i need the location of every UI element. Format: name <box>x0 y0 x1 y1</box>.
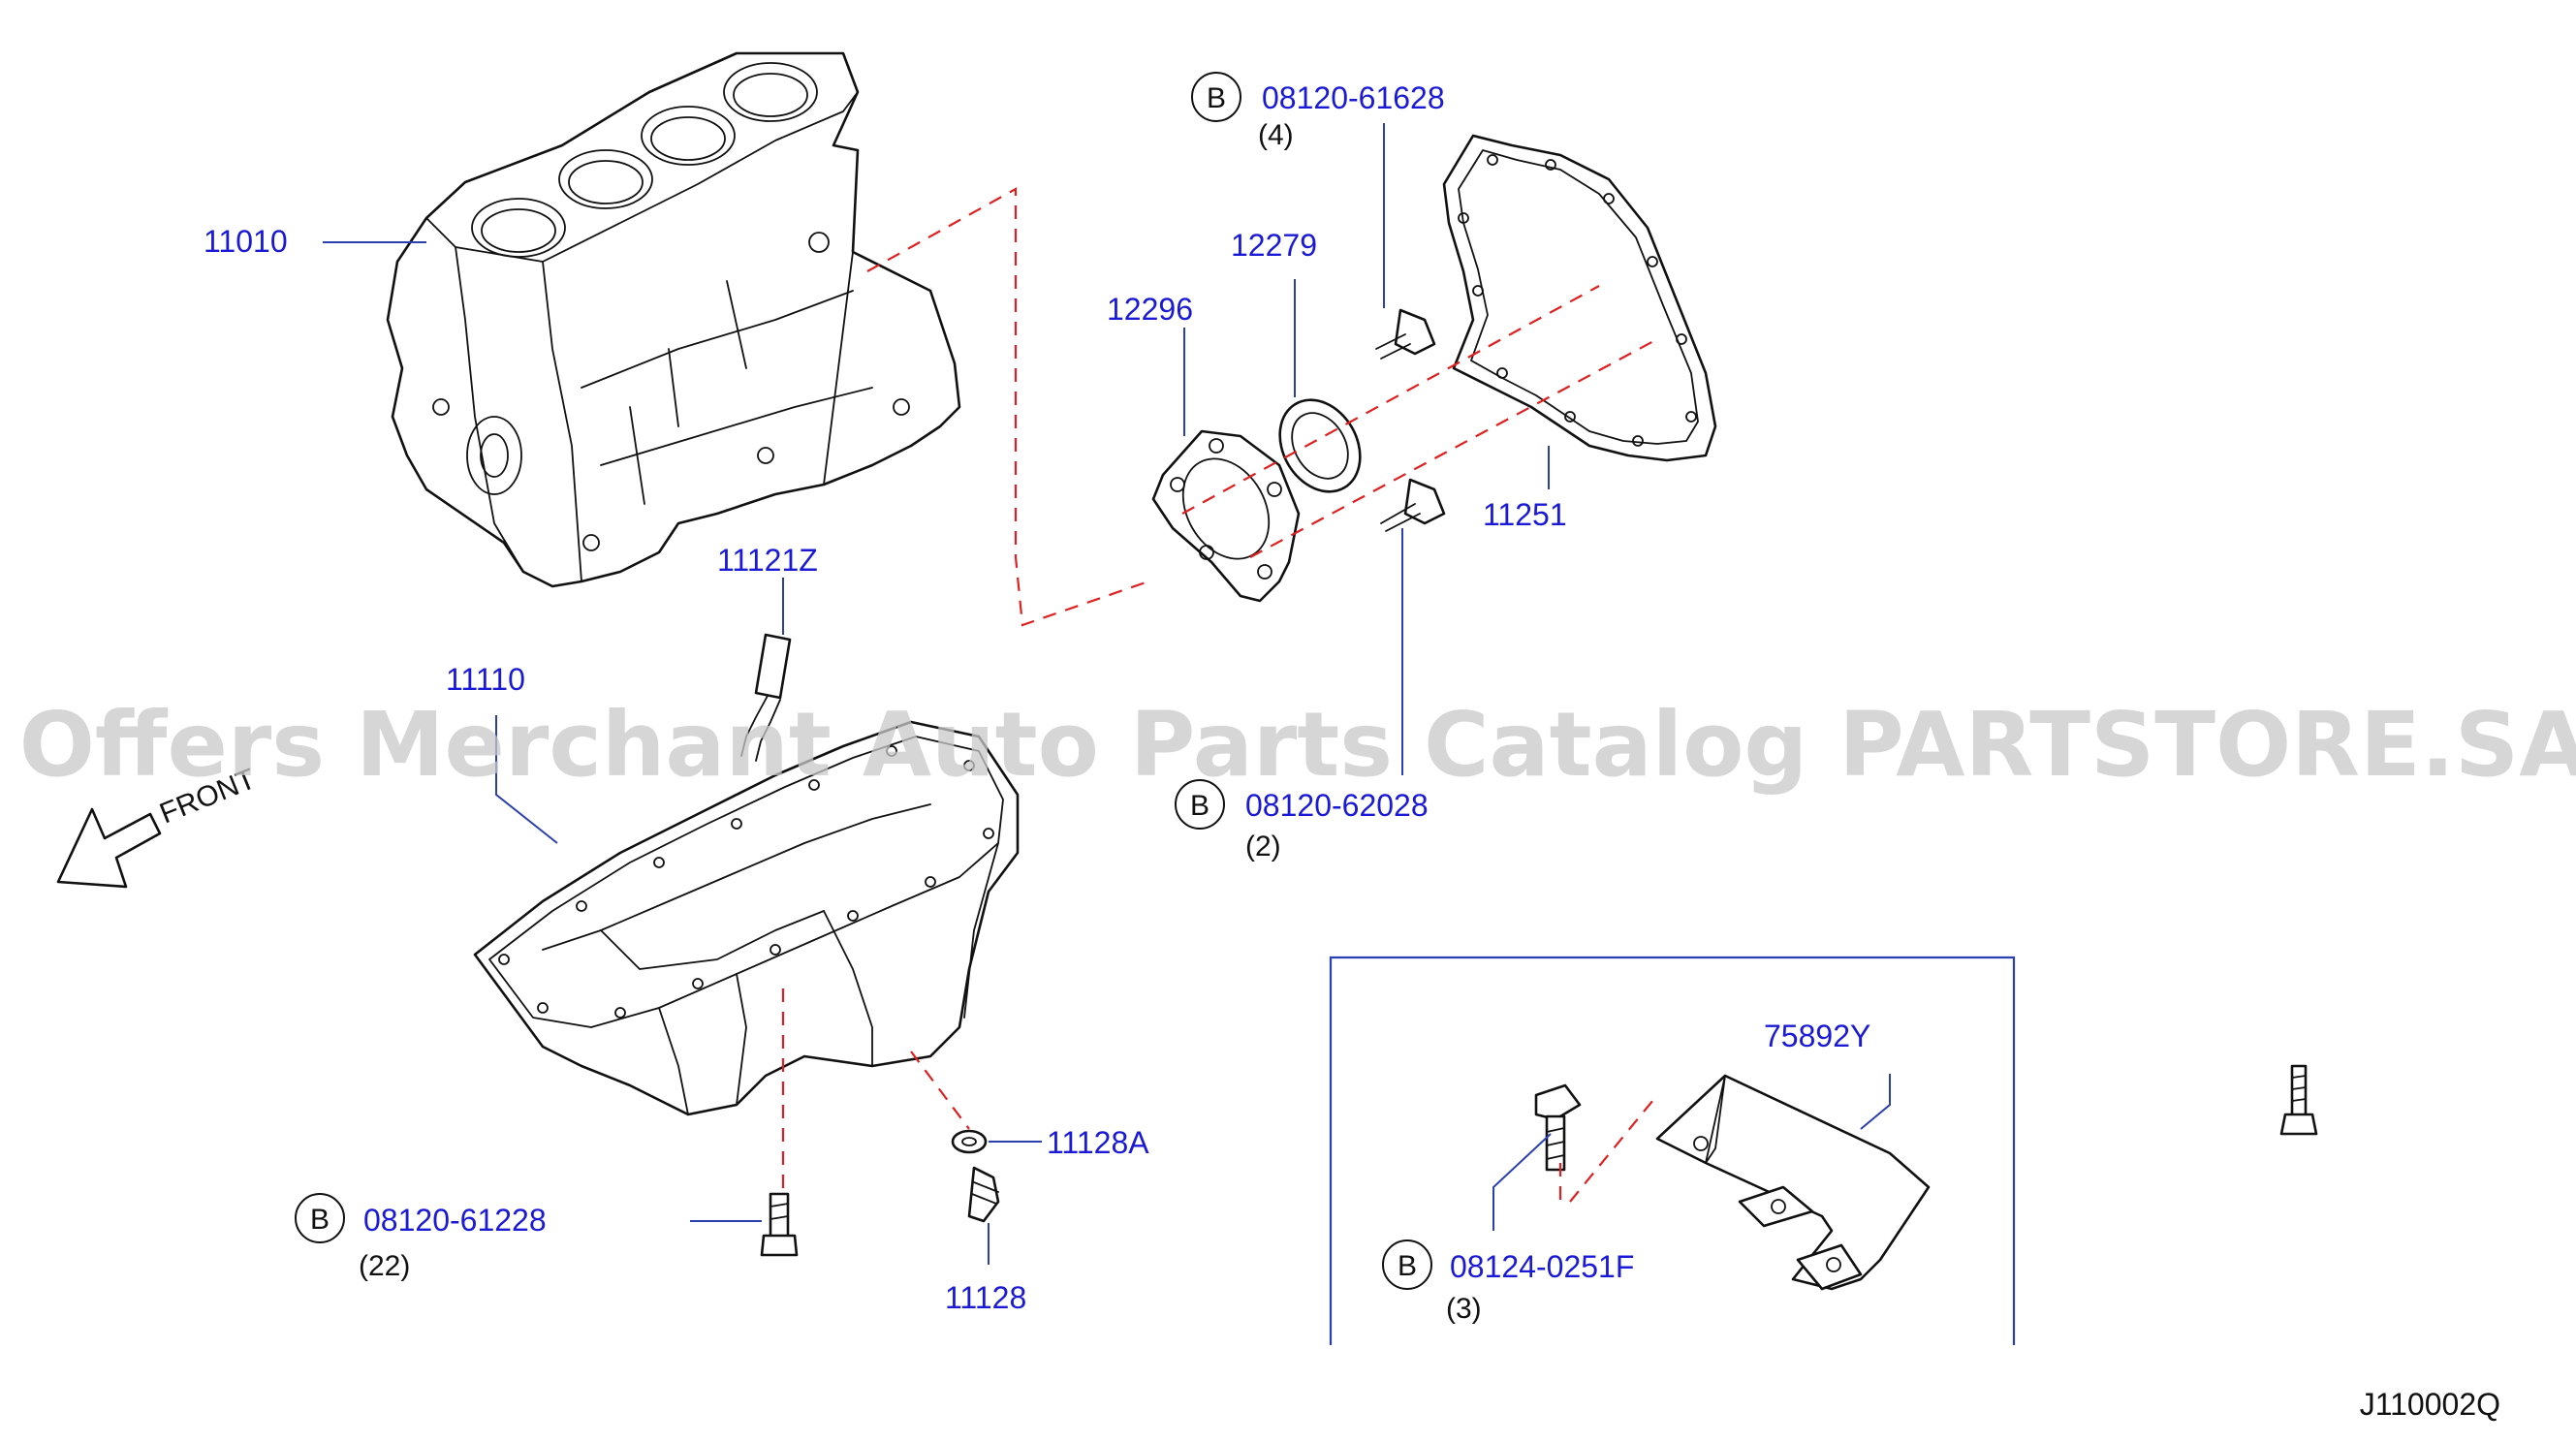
oil-pan-illustration <box>473 720 1020 1116</box>
cylinder-block-illustration <box>386 51 961 588</box>
phantom-lines <box>781 187 1658 1207</box>
spare-bolt-illustration <box>2279 1064 2318 1136</box>
watermark-text: Offers Merchant Auto Parts Catalog PARTS… <box>19 693 2576 797</box>
bolt-circle-letter: B <box>1207 82 1226 114</box>
bolt-circle-marker <box>1382 1239 1432 1290</box>
bolt-qty: (2) <box>1245 831 1281 863</box>
crankshaft-rear-oil-seal-illustration <box>1278 398 1362 493</box>
retainer-bolt-lower-illustration <box>1380 478 1446 532</box>
detail-inset-frame <box>1329 956 2016 1345</box>
bolt-callout-08124-0251f: B 08124-0251F (3) <box>1382 1239 1634 1325</box>
drain-plug-illustration <box>967 1166 1000 1223</box>
oil-level-gauge-illustration <box>740 633 792 762</box>
leader-lines <box>323 123 1891 1265</box>
bolt-circle-letter: B <box>1190 790 1209 822</box>
bolt-number-08120-61228[interactable]: 08120-61228 <box>363 1203 547 1238</box>
oil-pan-bolt-illustration <box>760 1192 799 1257</box>
bolt-callout-08120-61628: B 08120-61628 (4) <box>1191 72 1445 151</box>
bolt-qty: (22) <box>359 1250 410 1282</box>
drain-washer-illustration <box>951 1129 988 1154</box>
bolt-circle-marker <box>295 1193 345 1243</box>
bolt-circle-letter: B <box>1398 1250 1417 1282</box>
bolt-number-08120-61628[interactable]: 08120-61628 <box>1262 80 1445 115</box>
part-number-12296[interactable]: 12296 <box>1107 292 1193 327</box>
part-number-11251[interactable]: 11251 <box>1483 497 1567 532</box>
bolt-qty: (3) <box>1446 1293 1482 1325</box>
rear-plate-illustration <box>1442 134 1717 462</box>
bolt-circle-letter: B <box>310 1204 330 1236</box>
part-number-75892y[interactable]: 75892Y <box>1764 1019 1870 1053</box>
bracket-bolt-illustration <box>1534 1083 1582 1172</box>
bolt-qty: (4) <box>1258 119 1294 151</box>
retainer-bolt-upper-illustration <box>1375 308 1436 360</box>
part-number-11128[interactable]: 11128 <box>945 1280 1026 1315</box>
bolt-circle-marker <box>1175 779 1225 830</box>
bracket-illustration <box>1655 1074 1931 1291</box>
part-number-11110[interactable]: 11110 <box>446 662 525 697</box>
part-number-11128a[interactable]: 11128A <box>1047 1125 1149 1160</box>
rear-seal-retainer-illustration <box>1151 429 1301 603</box>
bolt-circle-marker <box>1191 72 1241 122</box>
part-number-11121z[interactable]: 11121Z <box>717 543 818 578</box>
bolt-number-08124-0251f[interactable]: 08124-0251F <box>1450 1249 1634 1284</box>
bolt-number-08120-62028[interactable]: 08120-62028 <box>1245 788 1429 823</box>
diagram-code: J110002Q <box>2360 1387 2500 1422</box>
part-number-12279[interactable]: 12279 <box>1231 228 1317 263</box>
bolt-callout-08120-62028: B 08120-62028 (2) <box>1175 779 1429 863</box>
bolt-callout-08120-61228: B 08120-61228 (22) <box>295 1193 547 1282</box>
part-number-11010[interactable]: 11010 <box>204 224 288 259</box>
